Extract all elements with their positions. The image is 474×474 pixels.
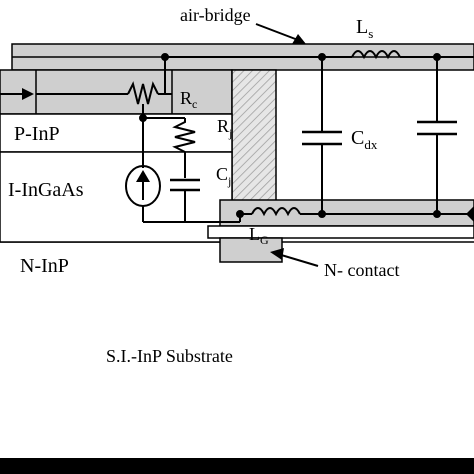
lg-inductor bbox=[251, 207, 301, 217]
n-contact-pointer-head bbox=[270, 248, 284, 260]
substrate-bottom-bar bbox=[0, 458, 474, 474]
label-cj: Cj bbox=[216, 164, 231, 188]
input-arrowhead bbox=[22, 88, 34, 100]
n-contact-lower bbox=[207, 225, 474, 239]
rc-resistor bbox=[127, 81, 159, 105]
label-p-inp: P-InP bbox=[14, 123, 60, 145]
equivalent-circuit bbox=[0, 23, 474, 267]
ls-inductor bbox=[351, 50, 401, 60]
i-ingaas-layer bbox=[0, 151, 233, 243]
label-ls: Ls bbox=[356, 16, 373, 41]
node-right-cap-bottom bbox=[433, 210, 441, 218]
air-bridge-pointer-head bbox=[292, 34, 306, 44]
node-cdx-bottom bbox=[318, 210, 326, 218]
label-substrate: S.I.-InP Substrate bbox=[106, 346, 233, 366]
label-i-ingaas: I-InGaAs bbox=[8, 179, 84, 201]
label-air-bridge: air-bridge bbox=[180, 5, 251, 25]
output-arrowhead bbox=[466, 206, 474, 222]
label-rc: Rc bbox=[180, 88, 197, 111]
label-rj: Rj bbox=[217, 116, 232, 140]
label-lg: LG bbox=[249, 224, 269, 247]
n-contact-foot bbox=[219, 237, 283, 263]
current-source-arrow bbox=[136, 170, 150, 182]
label-cdx: Cdx bbox=[351, 127, 378, 152]
label-n-inp: N-InP bbox=[20, 255, 69, 277]
air-bridge-pointer bbox=[255, 23, 299, 41]
rj-resistor bbox=[172, 118, 196, 153]
n-contact-pointer bbox=[277, 253, 319, 267]
label-n-contact: N- contact bbox=[324, 260, 399, 280]
